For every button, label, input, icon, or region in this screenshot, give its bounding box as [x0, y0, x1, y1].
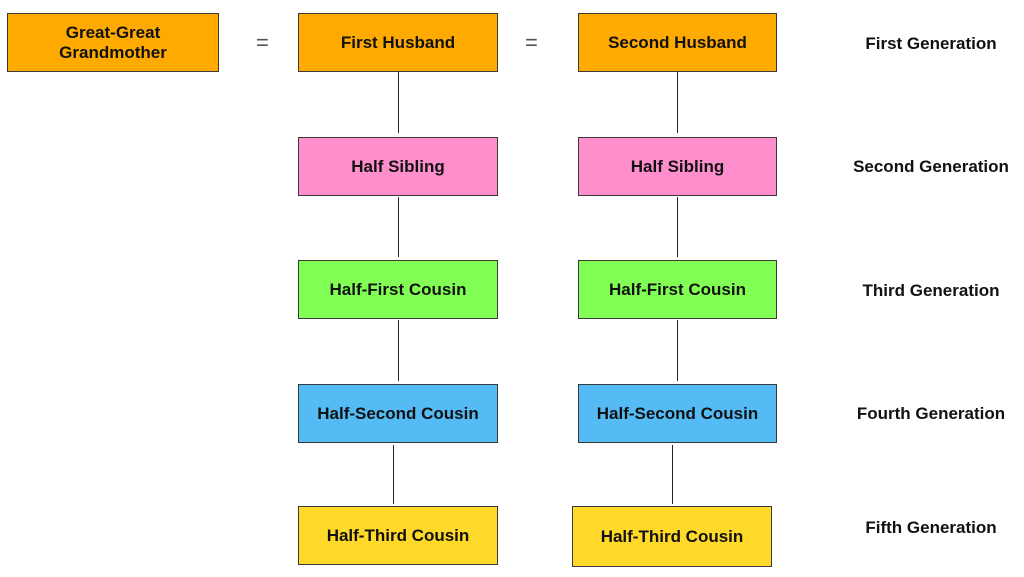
connector-line [393, 445, 394, 504]
equals-sign-2: = [525, 30, 538, 55]
second-husband-node: Second Husband [578, 13, 777, 72]
connector-line [677, 320, 678, 381]
generation-label-2: Second Generation [853, 157, 1009, 176]
equals-sign-1: = [256, 30, 269, 55]
left-half-second-cousin-node: Half-Second Cousin [298, 384, 498, 443]
grandmother-node: Great-Great Grandmother [7, 13, 219, 72]
generation-label-4: Fourth Generation [856, 404, 1006, 423]
left-half-first-cousin-node: Half-First Cousin [298, 260, 498, 319]
left-half-third-cousin-node: Half-Third Cousin [298, 506, 498, 565]
generation-label-1: First Generation [865, 34, 997, 53]
connector-line [398, 72, 399, 133]
right-half-third-cousin-node: Half-Third Cousin [572, 506, 772, 567]
right-half-second-cousin-node: Half-Second Cousin [578, 384, 777, 443]
connector-line [672, 445, 673, 504]
generation-label-5: Fifth Generation [865, 518, 997, 537]
connector-line [398, 197, 399, 257]
connector-line [398, 320, 399, 381]
connector-line [677, 72, 678, 133]
connector-line [677, 197, 678, 257]
right-half-sibling-node: Half Sibling [578, 137, 777, 196]
generation-label-3: Third Generation [862, 281, 1000, 300]
left-half-sibling-node: Half Sibling [298, 137, 498, 196]
first-husband-node: First Husband [298, 13, 498, 72]
right-half-first-cousin-node: Half-First Cousin [578, 260, 777, 319]
